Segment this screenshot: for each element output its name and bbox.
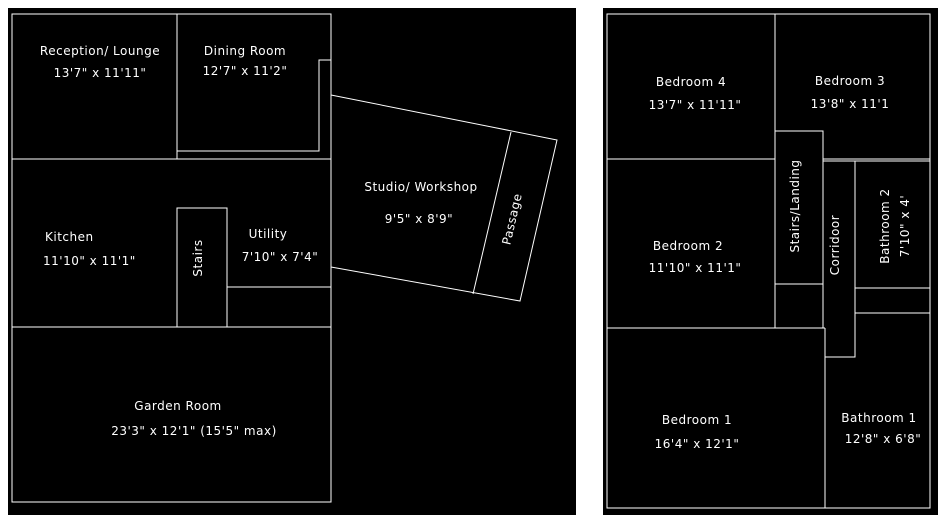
bedroom2-label: Bedroom 2 <box>653 239 723 253</box>
utility-label: Utility <box>249 227 288 241</box>
studio-outline <box>330 94 558 302</box>
dining-label: Dining Room <box>204 44 286 58</box>
passage-label: Passage <box>499 192 524 246</box>
bedroom4-label: Bedroom 4 <box>656 75 726 89</box>
studio-size: 9'5" x 8'9" <box>385 212 453 226</box>
bedroom3-size: 13'8" x 11'1 <box>811 97 890 111</box>
ground-floor-plan: Reception/ Lounge 13'7" x 11'11" Dining … <box>8 8 576 515</box>
dining-size: 12'7" x 11'2" <box>203 64 288 78</box>
wall-studio-passage <box>472 131 512 295</box>
bedroom3-label: Bedroom 3 <box>815 74 885 88</box>
first-floor-walls: Bedroom 4 13'7" x 11'11" Bedroom 3 13'8"… <box>606 13 931 509</box>
kitchen-size: 11'10" x 11'1" <box>43 254 136 268</box>
bathroom1-label: Bathroom 1 <box>841 411 916 425</box>
stairs-box <box>176 207 228 328</box>
ground-floor-walls: Reception/ Lounge 13'7" x 11'11" Dining … <box>11 13 558 503</box>
bedroom1-label: Bedroom 1 <box>662 413 732 427</box>
garden-size: 23'3" x 12'1" (15'5" max) <box>111 424 277 438</box>
stairs-label: Stairs <box>191 239 205 276</box>
wall-dining-inner <box>177 59 331 152</box>
bedroom4-size: 13'7" x 11'11" <box>649 98 742 112</box>
corridoor-label: Corridoor <box>828 215 842 275</box>
bedroom2-size: 11'10" x 11'1" <box>649 261 742 275</box>
studio-label: Studio/ Workshop <box>364 180 477 194</box>
bathroom2-label: Bathroom 2 <box>878 188 892 263</box>
bedroom1-size: 16'4" x 12'1" <box>655 437 740 451</box>
kitchen-label: Kitchen <box>45 230 94 244</box>
wall-outline <box>11 13 332 503</box>
reception-size: 13'7" x 11'11" <box>54 66 147 80</box>
bathroom2-size: 7'10" x 4' <box>898 195 912 257</box>
bathroom1-size: 12'8" x 6'8" <box>845 432 922 446</box>
utility-size: 7'10" x 7'4" <box>242 250 319 264</box>
first-floor-plan: Bedroom 4 13'7" x 11'11" Bedroom 3 13'8"… <box>603 8 938 515</box>
wall-outline-first <box>606 13 931 509</box>
garden-label: Garden Room <box>134 399 221 413</box>
stairs-landing-label: Stairs/Landing <box>788 159 802 252</box>
reception-label: Reception/ Lounge <box>40 44 160 58</box>
